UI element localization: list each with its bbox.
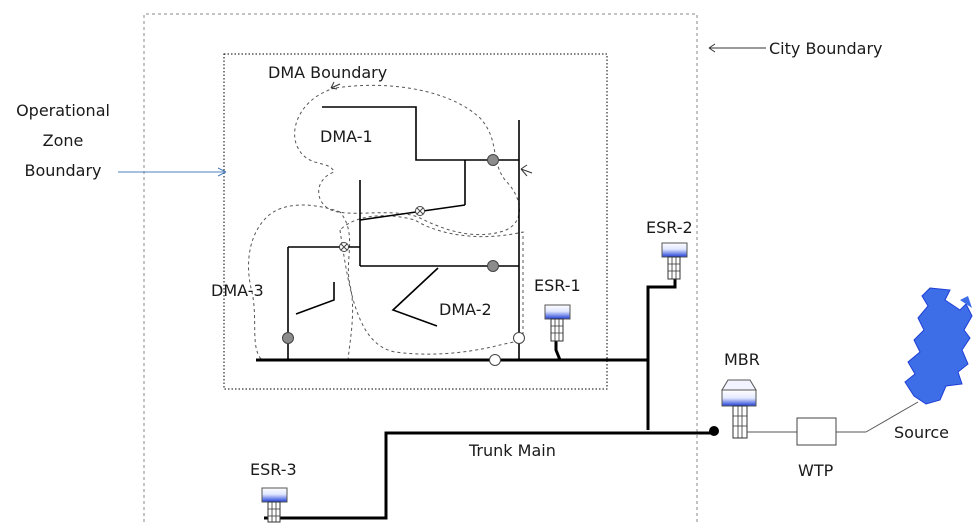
dma-boundary-label: DMA Boundary — [268, 63, 387, 82]
mbr-label: MBR — [724, 350, 760, 369]
source-lake-icon — [904, 287, 973, 405]
open-valve-1 — [513, 332, 525, 344]
esr1-label: ESR-1 — [534, 276, 581, 295]
esr3-label: ESR-3 — [250, 460, 297, 479]
city-boundary — [143, 13, 698, 522]
operational-zone-label-line1: Operational — [16, 101, 110, 120]
mbr-reservoir-icon — [721, 379, 797, 439]
trunk-main-label: Trunk Main — [468, 441, 556, 460]
meter-valve-1 — [487, 154, 499, 166]
city-boundary-label: City Boundary — [769, 39, 883, 58]
valves — [282, 154, 719, 436]
operational-zone-boundary — [223, 53, 608, 390]
boundary-valve-1 — [415, 206, 425, 216]
dma3-boundary — [248, 204, 354, 361]
esr2-label: ESR-2 — [646, 218, 693, 237]
meter-valve-2 — [487, 260, 499, 272]
dma3-label: DMA-3 — [211, 281, 264, 300]
esr1-tank-icon — [544, 304, 571, 342]
wtp-box — [796, 417, 837, 446]
operational-zone-label-line2: Zone — [43, 131, 84, 150]
dma1-boundary — [294, 84, 520, 236]
source-label: Source — [894, 423, 949, 442]
dma2-label: DMA-2 — [439, 300, 492, 319]
open-valve-2 — [489, 354, 501, 366]
esr3-tank-icon — [261, 487, 288, 523]
dma1-label: DMA-1 — [320, 127, 373, 146]
boundary-valve-2 — [339, 242, 349, 252]
operational-zone-label-line3: Boundary — [24, 161, 101, 180]
dma2-boundary — [339, 215, 524, 355]
esr2-tank-icon — [661, 242, 688, 280]
wtp-label: WTP — [798, 461, 834, 480]
junction-dot — [709, 426, 719, 436]
annotation-arrows — [118, 43, 766, 177]
meter-valve-3 — [282, 332, 294, 344]
dma-boundary-arrow — [520, 164, 533, 177]
